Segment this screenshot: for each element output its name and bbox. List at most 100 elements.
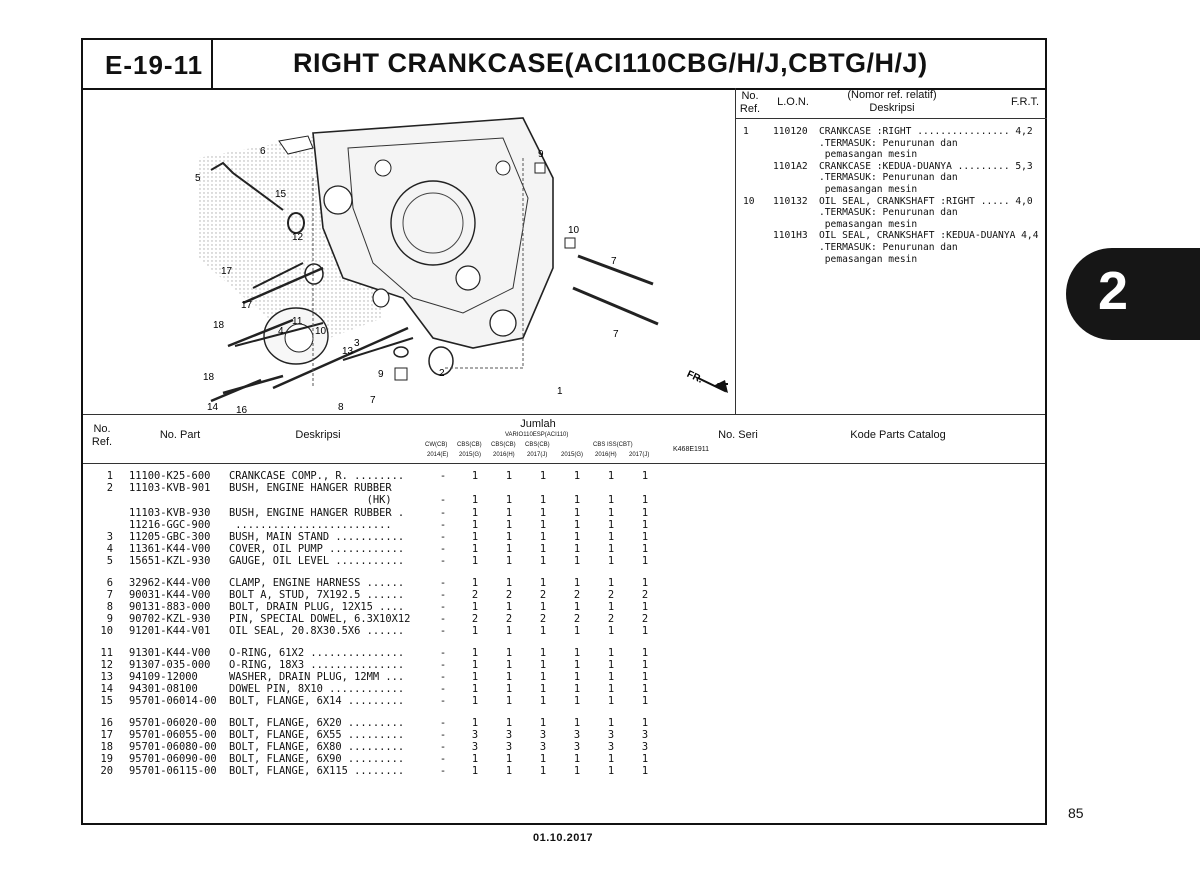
part-number: 90131-883-000 bbox=[129, 601, 211, 613]
quantity-cell: 1 bbox=[641, 543, 649, 556]
part-number: 94301-08100 bbox=[129, 683, 198, 696]
callout-label: 3 bbox=[354, 338, 360, 349]
part-description: BOLT, FLANGE, 6X90 ......... bbox=[229, 753, 405, 766]
quantity-cell: 2 bbox=[573, 588, 581, 601]
quantity-cell: 3 bbox=[505, 741, 513, 753]
quantity-cell: 1 bbox=[539, 531, 547, 543]
lon-description: OIL SEAL, CRANKSHAFT :KEDUA-DUANYA 4,4 bbox=[819, 230, 1039, 242]
ref-number: 13 bbox=[100, 671, 113, 683]
quantity-cell: 1 bbox=[641, 646, 649, 659]
quantity-cell: - bbox=[439, 671, 447, 683]
quantity-cell: 1 bbox=[607, 470, 615, 482]
quantity-cell: 1 bbox=[471, 625, 479, 638]
quantity-cell: 1 bbox=[607, 683, 615, 696]
quantity-cell: 2 bbox=[641, 588, 649, 601]
year-label: 2017(J) bbox=[527, 452, 548, 458]
quantity-cell: 1 bbox=[607, 716, 615, 729]
quantity-cell: 1 bbox=[573, 601, 581, 613]
quantity-cell: - bbox=[439, 613, 447, 626]
quantity-cell: 1 bbox=[641, 601, 649, 613]
quantity-cell: 1 bbox=[641, 518, 649, 531]
quantity-cell: 1 bbox=[539, 683, 547, 696]
quantity-cell: 3 bbox=[573, 741, 581, 753]
quantity-cell: - bbox=[439, 576, 447, 589]
quantity-cell: - bbox=[439, 506, 447, 519]
ref-number: 19 bbox=[100, 753, 113, 766]
quantity-cell: 1 bbox=[607, 695, 615, 708]
lon-desc-header: (Nomor ref. relatif)Deskripsi bbox=[847, 89, 937, 114]
quantity-cell: 1 bbox=[505, 646, 513, 659]
quantity-cell: 1 bbox=[573, 494, 581, 507]
part-number: 11103-KVB-901 bbox=[129, 482, 211, 495]
quantity-cell: 1 bbox=[505, 716, 513, 729]
quantity-cell: 1 bbox=[641, 494, 649, 507]
callout-label: 7 bbox=[613, 329, 619, 340]
part-description: (HK) bbox=[229, 494, 392, 507]
callout-label: 4 bbox=[278, 326, 284, 337]
lon-ref: 1 bbox=[743, 126, 749, 137]
quantity-cell: 1 bbox=[641, 695, 649, 708]
exploded-diagram: 6 5 15 12 17 17 18 11 4 10 13 3 18 16 9 … bbox=[83, 88, 736, 453]
callout-label: 16 bbox=[236, 405, 248, 414]
ref-number: 2 bbox=[106, 482, 113, 495]
callout-label: 2 bbox=[439, 368, 445, 379]
quantity-cell: 2 bbox=[607, 613, 615, 626]
quantity-cell: - bbox=[439, 658, 447, 671]
callout-label: 17 bbox=[221, 266, 233, 277]
lon-code: 110132 bbox=[773, 195, 808, 207]
quantity-cell: - bbox=[439, 588, 447, 601]
col-part-no: No. Part bbox=[159, 429, 201, 441]
part-number: 90702-KZL-930 bbox=[129, 613, 211, 626]
quantity-cell: 1 bbox=[539, 470, 547, 482]
quantity-cell: 1 bbox=[471, 716, 479, 729]
section-code: E-19-11 bbox=[105, 50, 204, 80]
ref-number: 10 bbox=[100, 625, 113, 638]
part-description: BUSH, ENGINE HANGER RUBBER bbox=[229, 482, 392, 495]
callout-label: 13 bbox=[342, 346, 354, 357]
quantity-cell: 1 bbox=[539, 601, 547, 613]
quantity-cell: - bbox=[439, 494, 447, 507]
quantity-cell: 1 bbox=[641, 625, 649, 638]
quantity-cell: 1 bbox=[607, 543, 615, 556]
quantity-cell: - bbox=[439, 741, 447, 753]
quantity-cell: 1 bbox=[539, 494, 547, 507]
ref-number: 9 bbox=[106, 613, 113, 626]
quantity-cell: 1 bbox=[471, 470, 479, 482]
part-number: 11103-KVB-930 bbox=[129, 506, 211, 519]
quantity-cell: - bbox=[439, 728, 447, 741]
quantity-cell: 1 bbox=[539, 555, 547, 568]
quantity-cell: 1 bbox=[471, 753, 479, 766]
quantity-cell: 1 bbox=[607, 555, 615, 568]
page-header: E-19-11 RIGHT CRANKCASE(ACI110CBG/H/J,CB… bbox=[83, 40, 1045, 90]
part-description: BOLT, FLANGE, 6X80 ......... bbox=[229, 741, 405, 753]
quantity-cell: 2 bbox=[607, 588, 615, 601]
col-no-seri: No. Seri bbox=[718, 429, 758, 441]
quantity-cell: 1 bbox=[471, 658, 479, 671]
quantity-cell: 3 bbox=[471, 741, 479, 753]
quantity-cell: 1 bbox=[539, 543, 547, 556]
part-description: PIN, SPECIAL DOWEL, 6.3X10X12 bbox=[229, 613, 411, 626]
lon-ref: 10 bbox=[743, 195, 755, 207]
lon-description: .TERMASUK: Penurunan dan bbox=[819, 172, 958, 184]
col-kode-parts-catalog: Kode Parts Catalog bbox=[850, 429, 946, 441]
variant-label: CBS ISS(CBT) bbox=[593, 442, 633, 448]
quantity-cell: - bbox=[439, 601, 447, 613]
quantity-cell: 1 bbox=[641, 576, 649, 589]
part-number: 95701-06014-00 bbox=[129, 695, 217, 708]
quantity-cell: 1 bbox=[641, 765, 649, 778]
part-number: 91201-K44-V01 bbox=[129, 625, 211, 638]
quantity-cell: 1 bbox=[607, 506, 615, 519]
quantity-cell: 1 bbox=[471, 531, 479, 543]
quantity-cell: - bbox=[439, 555, 447, 568]
ref-number: 3 bbox=[106, 531, 113, 543]
quantity-cell: 1 bbox=[607, 646, 615, 659]
catalog-page-frame: E-19-11 RIGHT CRANKCASE(ACI110CBG/H/J,CB… bbox=[81, 38, 1047, 825]
quantity-cell: 2 bbox=[641, 613, 649, 626]
quantity-cell: 1 bbox=[573, 470, 581, 482]
lon-code: 1101A2 bbox=[773, 160, 808, 172]
callout-label: 8 bbox=[338, 402, 344, 413]
quantity-cell: 1 bbox=[471, 494, 479, 507]
parts-table-header: No.Ref. No. Part Deskripsi Jumlah VARIO1… bbox=[83, 414, 1045, 464]
quantity-cell: 2 bbox=[471, 588, 479, 601]
quantity-cell: 1 bbox=[641, 555, 649, 568]
